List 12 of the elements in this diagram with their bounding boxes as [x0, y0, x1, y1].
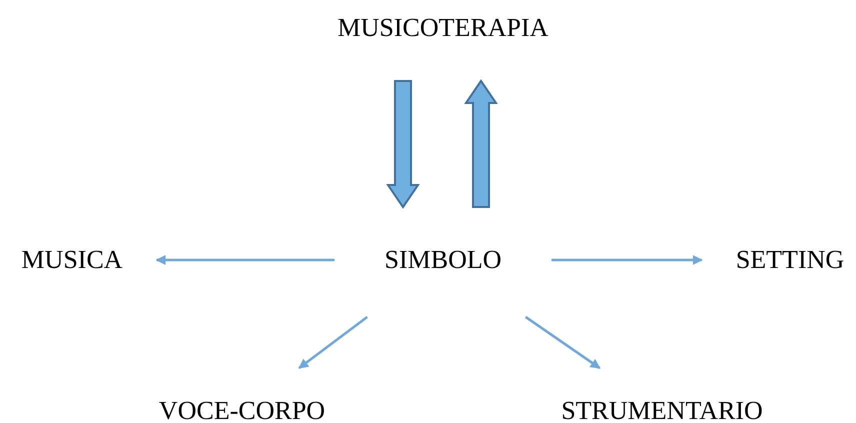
node-label: MUSICOTERAPIA — [338, 13, 548, 43]
block-arrow — [464, 79, 498, 208]
node-label: SIMBOLO — [384, 245, 502, 275]
node-label: STRUMENTARIO — [561, 396, 763, 423]
block-arrow — [386, 80, 420, 209]
arrow — [552, 255, 703, 265]
arrow — [156, 255, 334, 265]
node-label: SETTING — [736, 245, 844, 275]
arrow — [524, 316, 601, 370]
node-label: VOCE-CORPO — [158, 396, 326, 423]
node-label: MUSICA — [21, 245, 123, 275]
arrow — [298, 316, 368, 370]
